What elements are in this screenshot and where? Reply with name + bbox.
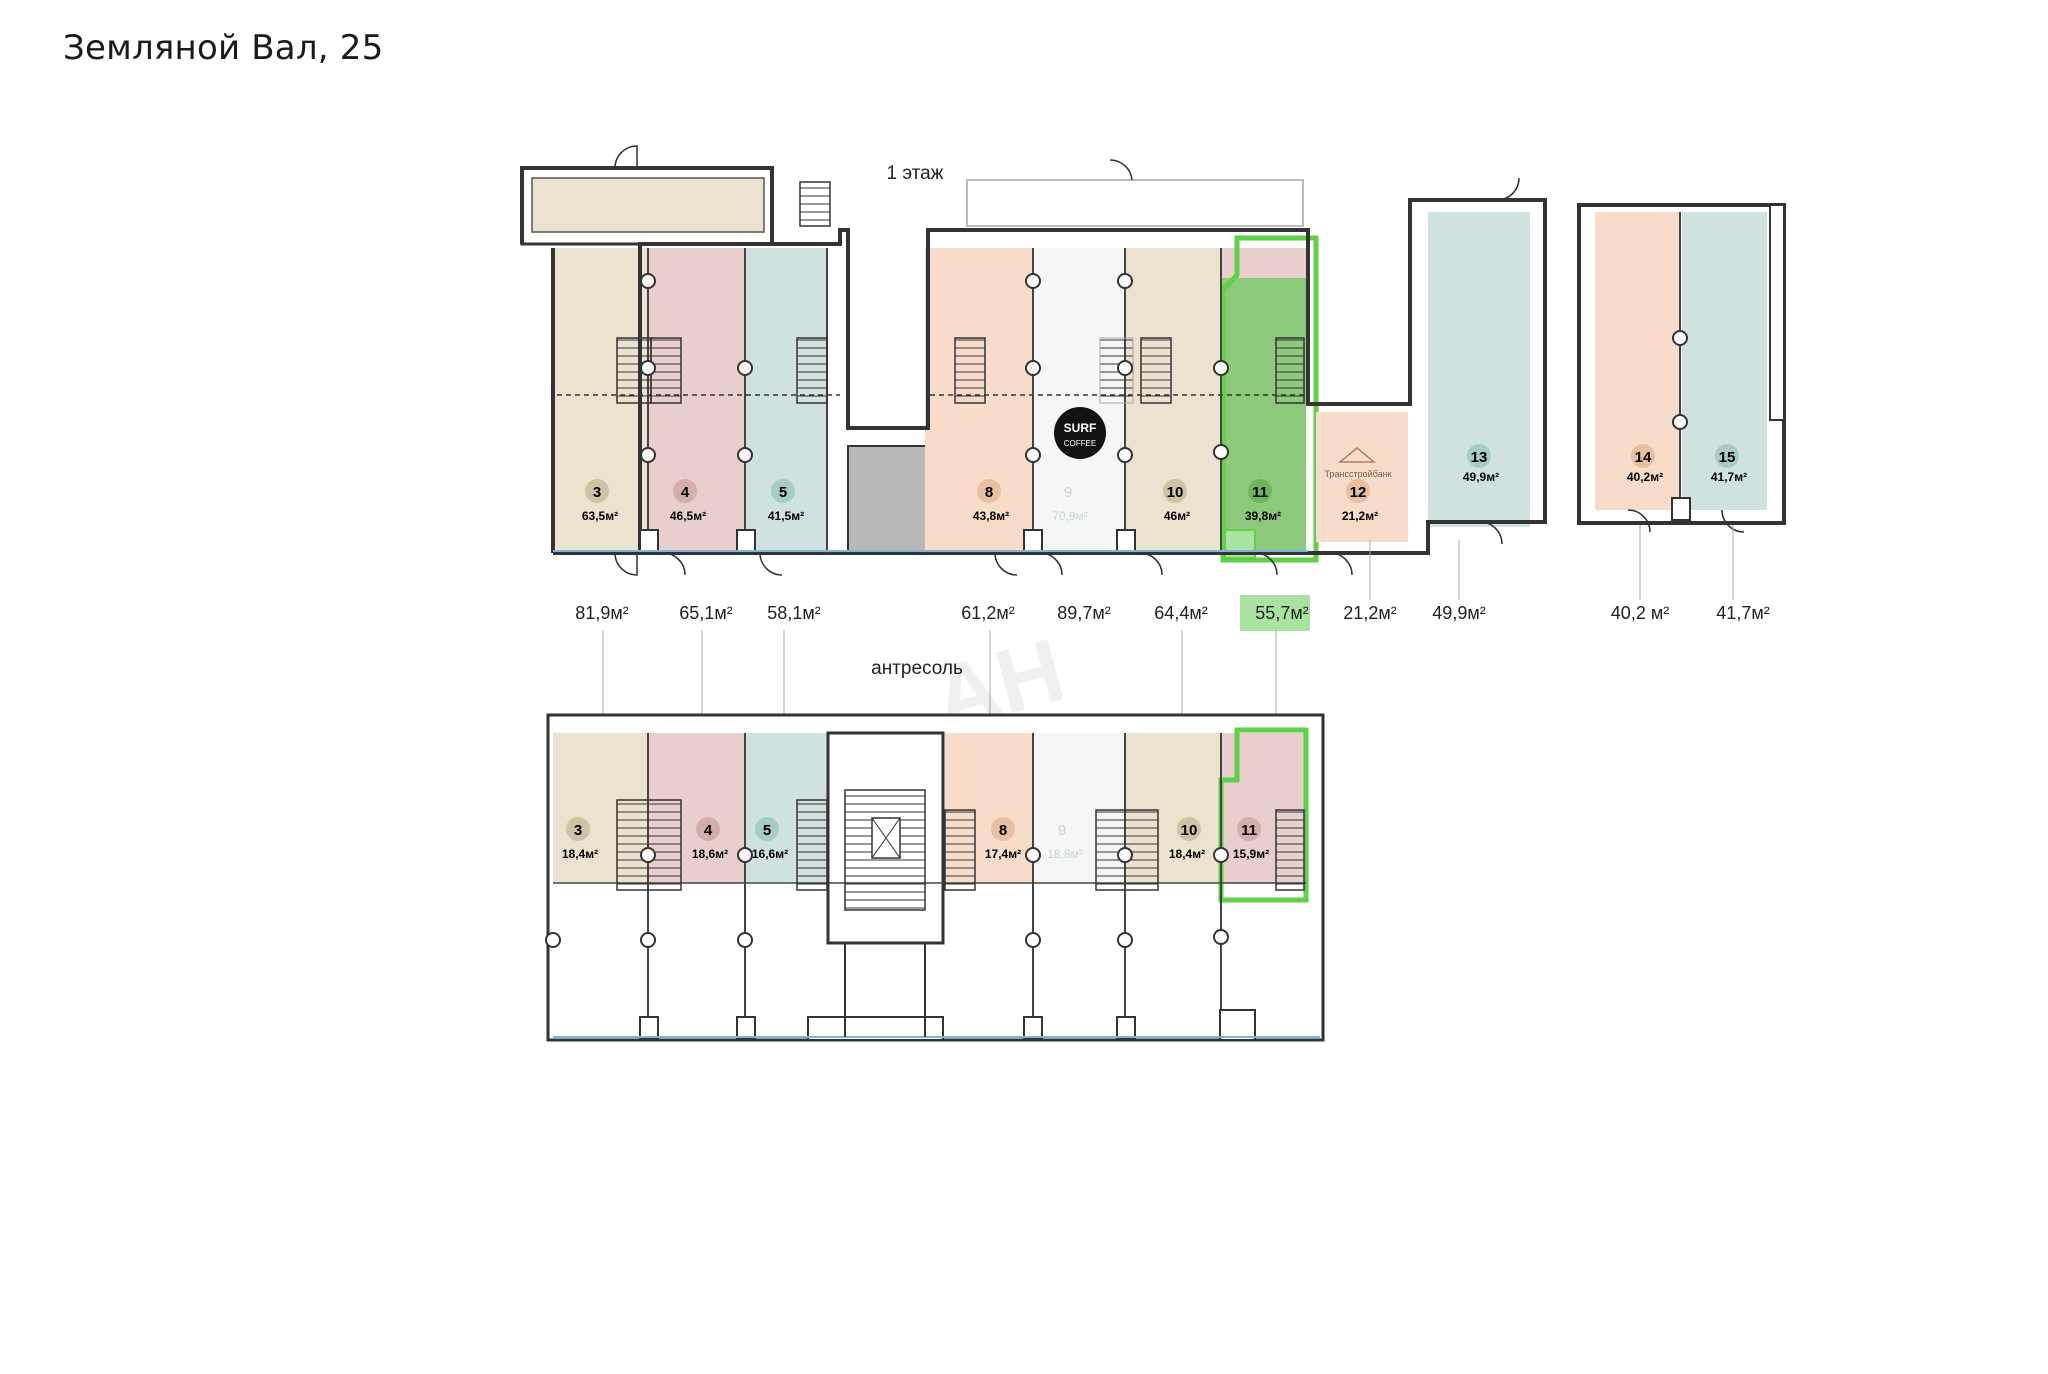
unit-10[interactable] xyxy=(1125,248,1221,553)
total-unit-15: 41,7м² xyxy=(1716,603,1769,623)
mez-unit-8-area: 17,4м² xyxy=(985,847,1021,861)
unit-5-num: 5 xyxy=(779,484,787,501)
unit-13-area: 49,9м² xyxy=(1463,470,1499,484)
mez-unit-5-num: 5 xyxy=(763,822,771,839)
svg-text:COFFEE: COFFEE xyxy=(1064,439,1096,448)
unit-11-area: 39,8м² xyxy=(1245,509,1281,523)
svg-text:SURF: SURF xyxy=(1064,421,1097,435)
mez-unit-11-num: 11 xyxy=(1241,822,1257,839)
mez-unit-4-area: 18,6м² xyxy=(692,847,728,861)
total-unit-9: 89,7м² xyxy=(1057,603,1110,623)
svg-text:Трансстройбанк: Трансстройбанк xyxy=(1325,469,1392,479)
floor1-unit-labels: 3 63,5м² 4 46,5м² 5 41,5м² 8 43,8м² 9 70… xyxy=(582,444,1747,523)
total-unit-11: 55,7м² xyxy=(1255,603,1308,623)
mez-unit-9-num: 9 xyxy=(1058,822,1066,839)
unit-11-num: 11 xyxy=(1252,484,1268,501)
unit-14-area: 40,2м² xyxy=(1627,470,1663,484)
mez-unit-4-num: 4 xyxy=(704,822,713,839)
unit-8-num: 8 xyxy=(985,484,993,501)
unit-12[interactable] xyxy=(1316,412,1408,542)
total-unit-5: 58,1м² xyxy=(767,603,820,623)
total-unit-8: 61,2м² xyxy=(961,603,1014,623)
surf-coffee-logo: SURF COFFEE xyxy=(1054,407,1106,459)
bank-logo: Трансстройбанк xyxy=(1325,447,1392,479)
floor1-totals: 81,9м² 65,1м² 58,1м² 61,2м² 89,7м² 64,4м… xyxy=(575,525,1770,735)
total-unit-13: 49,9м² xyxy=(1432,603,1485,623)
unit-3-num: 3 xyxy=(593,484,601,501)
selected-total-highlight xyxy=(1240,595,1310,631)
unit-11[interactable] xyxy=(1221,278,1306,553)
total-unit-4: 65,1м² xyxy=(679,603,732,623)
page-title: Земляной Вал, 25 xyxy=(63,28,384,68)
total-unit-12: 21,2м² xyxy=(1343,603,1396,623)
mezzanine-columns xyxy=(545,847,1256,1041)
mez-unit-3-num: 3 xyxy=(574,822,582,839)
unit-11-bath xyxy=(1221,248,1306,278)
mez-unit-8-num: 8 xyxy=(999,822,1007,839)
stair-top xyxy=(799,181,831,227)
mez-unit-11-area: 15,9м² xyxy=(1233,847,1269,861)
elevator-block xyxy=(847,445,929,554)
unit-14-num: 14 xyxy=(1635,449,1652,466)
unit-12-num: 12 xyxy=(1350,484,1367,501)
unit-12-area: 21,2м² xyxy=(1342,509,1378,523)
mez-unit-9-area: 18,8м² xyxy=(1047,847,1083,861)
unit-8-area: 43,8м² xyxy=(973,509,1009,523)
unit-10-num: 10 xyxy=(1167,484,1184,501)
unit-4-area: 46,5м² xyxy=(670,509,706,523)
total-unit-3: 81,9м² xyxy=(575,603,628,623)
unit-10-area: 46м² xyxy=(1164,509,1190,523)
mezzanine-label: антресоль xyxy=(871,658,963,679)
mez-unit-3-area: 18,4м² xyxy=(562,847,598,861)
mez-unit-10-area: 18,4м² xyxy=(1169,847,1205,861)
unit-15-area: 41,7м² xyxy=(1711,470,1747,484)
unit-15-num: 15 xyxy=(1719,449,1736,466)
mezzanine-plan: антресоль xyxy=(545,658,1325,1042)
total-unit-14: 40,2 м² xyxy=(1611,603,1669,623)
unit-11-selection-outline xyxy=(1220,235,1319,563)
floor1-doors xyxy=(614,145,1745,576)
mez-unit-5-area: 16,6м² xyxy=(752,847,788,861)
total-unit-10: 64,4м² xyxy=(1154,603,1207,623)
floor1-plan: 1 этаж xyxy=(520,145,1786,576)
mez-unit-10-num: 10 xyxy=(1181,822,1198,839)
unit-3-area: 63,5м² xyxy=(582,509,618,523)
unit-9-area: 70,9м² xyxy=(1052,509,1088,523)
floor1-columns xyxy=(639,273,1691,553)
mezzanine-unit-labels: 3 18,4м² 4 18,6м² 5 16,6м² 8 17,4м² 9 18… xyxy=(562,817,1269,861)
unit-9-num: 9 xyxy=(1064,484,1072,501)
unit-4-num: 4 xyxy=(681,484,690,501)
unit-13[interactable] xyxy=(1428,212,1530,527)
unit-13-num: 13 xyxy=(1471,449,1488,466)
unit-5-area: 41,5м² xyxy=(768,509,804,523)
floor1-label: 1 этаж xyxy=(887,163,944,184)
